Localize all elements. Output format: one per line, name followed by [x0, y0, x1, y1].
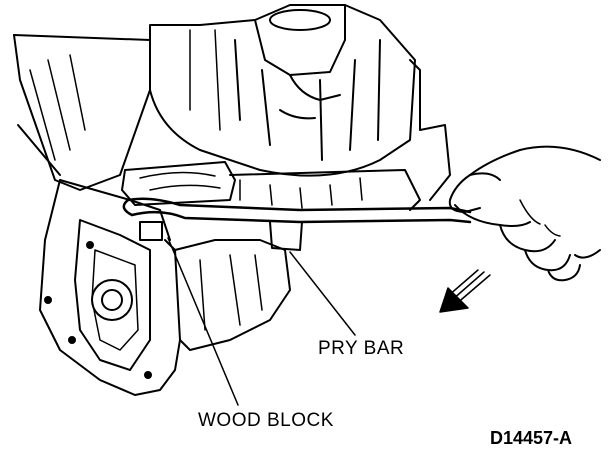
figure-id: D14457-A: [490, 428, 573, 448]
wood-block-label: WOOD BLOCK: [198, 410, 334, 431]
leader-lines: [167, 237, 356, 406]
transmission-case: [39, 169, 421, 396]
pry-bar-leader: [289, 251, 356, 336]
hand: [448, 145, 601, 282]
pump-housing: [149, 4, 416, 177]
pry-bar-label: PRY BAR: [318, 338, 405, 359]
wood-block-leader: [167, 237, 239, 406]
pry-bar: [122, 197, 472, 251]
case-flange: [13, 34, 451, 201]
wood-block: [121, 161, 236, 206]
push-down-arrow-icon: [439, 269, 491, 313]
